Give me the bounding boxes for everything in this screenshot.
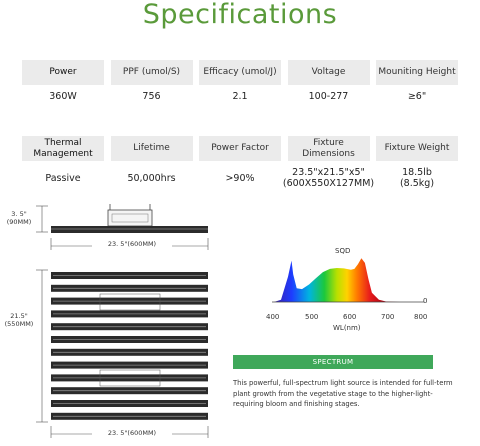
x-axis-label: WL(nm)	[333, 324, 361, 332]
side-view-drawing	[36, 204, 209, 250]
spec-header: Power Factor	[199, 136, 281, 161]
side-height-inch: 3. 5"	[11, 210, 27, 218]
spec-header: Efficacy (umol/J)	[199, 60, 281, 85]
spec-value: ≥6"	[407, 91, 427, 102]
page-title: Specifications	[142, 0, 338, 30]
spec-header: Fixture Dimensions	[287, 136, 370, 161]
spec-header: Fixture Weight	[376, 136, 458, 161]
spec-header: Lifetime	[110, 136, 193, 161]
spec-value: 23.5"x21.5"x5" (600X550X127MM)	[282, 167, 375, 189]
spec-table-1: Power PPF (umol/S) Efficacy (umol/J) Vol…	[22, 60, 458, 102]
spec-value: 360W	[49, 91, 77, 102]
spec-header: Voltage	[287, 60, 370, 85]
spectrum-area	[274, 258, 400, 302]
top-view-drawing	[36, 269, 209, 438]
top-width-label: 23. 5"(600MM)	[92, 429, 172, 437]
spectrum-chart	[272, 258, 424, 303]
top-height-label: 21.5" (550MM)	[2, 312, 36, 328]
x-tick-label: 800	[414, 313, 428, 321]
chart-title: SQD	[335, 247, 351, 255]
top-height-inch: 21.5"	[10, 312, 28, 320]
spec-header: Power	[22, 60, 104, 85]
side-width-label: 23. 5"(600MM)	[92, 240, 172, 248]
y-tick-label: 0	[423, 297, 428, 305]
spec-value: >90%	[225, 172, 255, 184]
spec-value: 2.1	[232, 91, 248, 102]
spec-header: Thermal Management	[22, 136, 104, 161]
spec-value: 100-277	[308, 91, 349, 102]
x-tick-label: 400	[266, 313, 280, 321]
spec-value: 50,000hrs	[127, 172, 176, 184]
spec-header: PPF (umol/S)	[110, 60, 193, 85]
side-height-label: 3. 5" (90MM)	[2, 210, 36, 226]
spectrum-description: This powerful, full-spectrum light sourc…	[233, 379, 453, 408]
spec-value: Passive	[45, 172, 81, 184]
spec-value: 756	[142, 91, 161, 102]
spec-value: 18.5lb (8.5kg)	[399, 167, 435, 189]
spec-table-2: Thermal Management Lifetime Power Factor…	[22, 136, 458, 189]
spec-header: Mouniting Height	[376, 60, 458, 85]
x-tick-label: 500	[305, 313, 319, 321]
x-tick-label: 600	[343, 313, 357, 321]
side-height-mm: (90MM)	[6, 218, 32, 226]
spectrum-banner: SPECTRUM	[233, 355, 433, 369]
top-height-mm: (550MM)	[4, 320, 34, 328]
x-tick-label: 700	[381, 313, 395, 321]
